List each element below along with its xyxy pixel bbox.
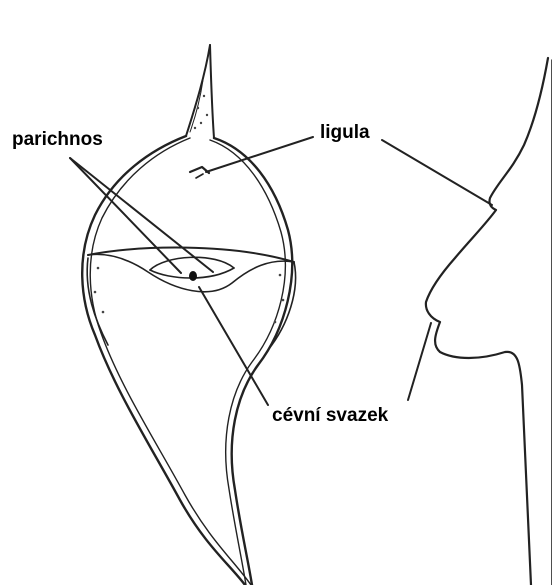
label-ligula: ligula — [320, 122, 370, 143]
face-profile-outline — [426, 58, 552, 585]
leader-lines — [70, 137, 492, 405]
leaf-scar — [87, 248, 295, 350]
label-parichnos: parichnos — [12, 129, 103, 150]
vascular-bundle-dot — [189, 271, 197, 281]
leaf-tip — [186, 45, 214, 138]
vascular-bundle-leader-left — [199, 287, 268, 405]
ligula-leader-right — [382, 140, 492, 205]
parichnos-leader-left — [70, 158, 181, 273]
label-vascular-bundle: cévní svazek — [272, 405, 389, 426]
vascular-bundle-leader-right — [408, 323, 431, 400]
scar-lens — [150, 257, 234, 281]
